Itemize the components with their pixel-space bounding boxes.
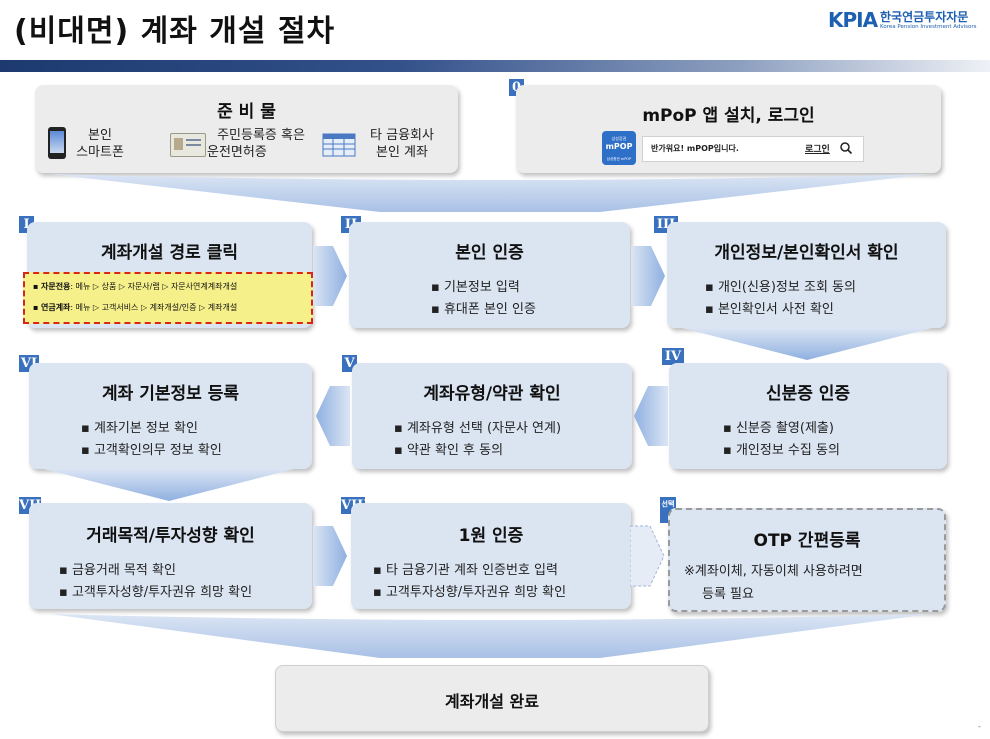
step-8-box: 1원 인증 ▪ 타 금융기관 계좌 인증번호 입력 ▪ 고객투자성향/투자권유 … [351, 503, 631, 609]
step-5-box: 계좌유형/약관 확인 ▪ 계좌유형 선택 (자문사 연계) ▪ 약관 확인 후 … [352, 363, 632, 469]
mpop-login-link[interactable]: 로그인 [805, 145, 830, 155]
step-4-bullet-2: ▪ 개인정보 수집 동의 [723, 443, 840, 458]
step-8-title: 1원 인증 [458, 526, 524, 546]
step-2-box: 본인 인증 ▪ 기본정보 입력 ▪ 휴대폰 본인 인증 [349, 222, 630, 328]
step-4-box: 신분증 인증 ▪ 신분증 촬영(제출) ▪ 개인정보 수집 동의 [669, 363, 947, 469]
arrow-left-2 [634, 386, 668, 446]
step-6-box: 계좌 기본정보 등록 ▪ 계좌기본 정보 확인 ▪ 고객확인의무 정보 확인 [29, 363, 312, 469]
step-4-bullet-1: ▪ 신분증 촬영(제출) [723, 421, 834, 436]
header-bar [0, 60, 990, 72]
search-icon [839, 140, 853, 159]
step-3-title: 개인정보/본인확인서 확인 [714, 243, 899, 263]
step-3-bullet-2: ▪ 본인확인서 사전 확인 [705, 302, 834, 317]
route-highlight: ▪ 자문전용: 메뉴 ▷ 상품 ▷ 자문사/랩 ▷ 자문사연계계좌개설 ▪ 연금… [23, 272, 313, 324]
arrow-right-1 [313, 246, 347, 306]
step-7-box: 거래목적/투자성향 확인 ▪ 금융거래 목적 확인 ▪ 고객투자성향/투자권유 … [29, 503, 312, 609]
arrow-right-2 [631, 246, 665, 306]
page-title: (비대면) 계좌 개설 절차 [14, 14, 336, 49]
step-4-badge: IV [662, 348, 684, 365]
step-3-bullet-1: ▪ 개인(신용)정보 조회 동의 [705, 280, 856, 295]
step-6-bullet-2: ▪ 고객확인의무 정보 확인 [81, 443, 222, 458]
logo-mark: KPIA [828, 8, 878, 32]
logo-english-name: Korea Pension Investment Advisors [880, 24, 977, 30]
step-2-bullet-2: ▪ 휴대폰 본인 인증 [431, 302, 536, 317]
arrow-right-3 [313, 526, 347, 586]
arrow-down-right [682, 328, 932, 360]
bank-account-icon [322, 133, 356, 157]
route-row-advisory: ▪ 자문전용: 메뉴 ▷ 상품 ▷ 자문사/랩 ▷ 자문사연계계좌개설 [33, 282, 238, 291]
smartphone-icon [48, 127, 66, 159]
route-row-pension: ▪ 연금계좌: 메뉴 ▷ 고객서비스 ▷ 계좌개설/인증 ▷ 계좌개설 [33, 303, 238, 312]
mpop-app-icon: 삼성증권 mPOP 삼성증권 mPOP [602, 131, 636, 165]
funnel-arrow-bottom [50, 614, 930, 658]
otp-box: OTP 간편등록 ※계좌이체, 자동이체 사용하려면 등록 필요 [668, 508, 946, 612]
step-2-title: 본인 인증 [455, 243, 524, 263]
funnel-arrow-top [50, 174, 930, 212]
arrow-left-1 [316, 386, 350, 446]
step-1-box: 계좌개설 경로 클릭 ▪ 자문전용: 메뉴 ▷ 상품 ▷ 자문사/랩 ▷ 자문사… [23, 222, 313, 328]
otp-note-1: ※계좌이체, 자동이체 사용하려면 [684, 564, 863, 579]
step-0-box: mPoP 앱 설치, 로그인 삼성증권 mPOP 삼성증권 mPOP 반가워요!… [516, 85, 941, 173]
arrow-right-optional [630, 525, 665, 587]
page-number: - [978, 722, 981, 731]
step-5-title: 계좌유형/약관 확인 [423, 384, 561, 404]
step-8-bullet-2: ▪ 고객투자성향/투자권유 희망 확인 [373, 585, 567, 600]
step-6-title: 계좌 기본정보 등록 [102, 384, 239, 404]
prep-title: 준 비 물 [217, 102, 276, 122]
otp-title: OTP 간편등록 [753, 531, 861, 551]
step-6-bullet-1: ▪ 계좌기본 정보 확인 [81, 421, 198, 436]
mpop-login-bar: 반가워요! mPOP입니다. 로그인 [642, 136, 864, 162]
step-8-bullet-1: ▪ 타 금융기관 계좌 인증번호 입력 [373, 563, 558, 578]
step-7-title: 거래목적/투자성향 확인 [86, 526, 255, 546]
final-box: 계좌개설 완료 [275, 665, 709, 732]
step-5-bullet-2: ▪ 약관 확인 후 동의 [394, 443, 504, 458]
id-card-icon [170, 133, 206, 157]
step-1-title: 계좌개설 경로 클릭 [101, 243, 238, 263]
step-0-title: mPoP 앱 설치, 로그인 [642, 106, 815, 126]
step-7-bullet-2: ▪ 고객투자성향/투자권유 희망 확인 [59, 585, 253, 600]
step-7-bullet-1: ▪ 금융거래 목적 확인 [59, 563, 176, 578]
arrow-down-left [44, 469, 294, 501]
mpop-welcome-text: 반가워요! mPOP입니다. [651, 144, 739, 153]
step-4-title: 신분증 인증 [765, 384, 851, 404]
step-2-bullet-1: ▪ 기본정보 입력 [431, 280, 520, 295]
step-3-box: 개인정보/본인확인서 확인 ▪ 개인(신용)정보 조회 동의 ▪ 본인확인서 사… [667, 222, 946, 328]
step-5-bullet-1: ▪ 계좌유형 선택 (자문사 연계) [394, 421, 562, 436]
kpia-logo: KPIA 한국연금투자자문 Korea Pension Investment A… [828, 8, 988, 34]
final-title: 계좌개설 완료 [445, 692, 539, 711]
otp-note-2: 등록 필요 [702, 587, 754, 602]
logo-korean-name: 한국연금투자자문 [880, 10, 969, 24]
